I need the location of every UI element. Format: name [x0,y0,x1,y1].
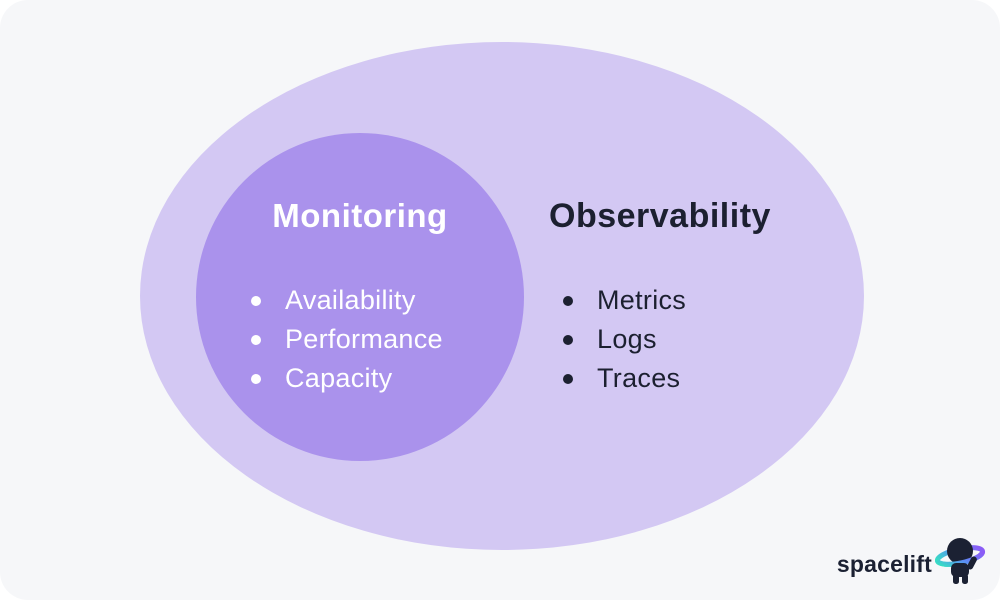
list-item: Metrics [563,281,686,320]
spacelift-astronaut-icon [934,538,986,584]
bullet-icon [251,295,261,306]
bullet-icon [563,295,573,306]
spacelift-logo: spacelift [837,536,986,588]
monitoring-title: Monitoring [272,197,448,234]
bullet-icon [563,373,573,384]
list-item: Performance [251,320,443,359]
list-item-label: Capacity [285,363,393,393]
spacelift-logo-text: spacelift [836,551,932,577]
observability-list: Metrics Logs Traces [563,281,686,398]
bullet-icon [563,334,573,345]
list-item-label: Logs [597,324,657,354]
list-item-label: Availability [285,285,416,315]
list-item: Availability [251,281,443,320]
list-item-label: Metrics [597,285,687,315]
monitoring-circle [196,133,524,461]
bullet-icon [251,334,261,345]
bullet-icon [251,373,261,384]
list-item-label: Performance [285,324,443,354]
list-item: Capacity [251,359,443,398]
list-item-label: Traces [597,363,681,393]
observability-title: Observability [549,197,771,235]
monitoring-list: Availability Performance Capacity [251,281,443,398]
list-item: Traces [563,359,686,398]
list-item: Logs [563,320,686,359]
